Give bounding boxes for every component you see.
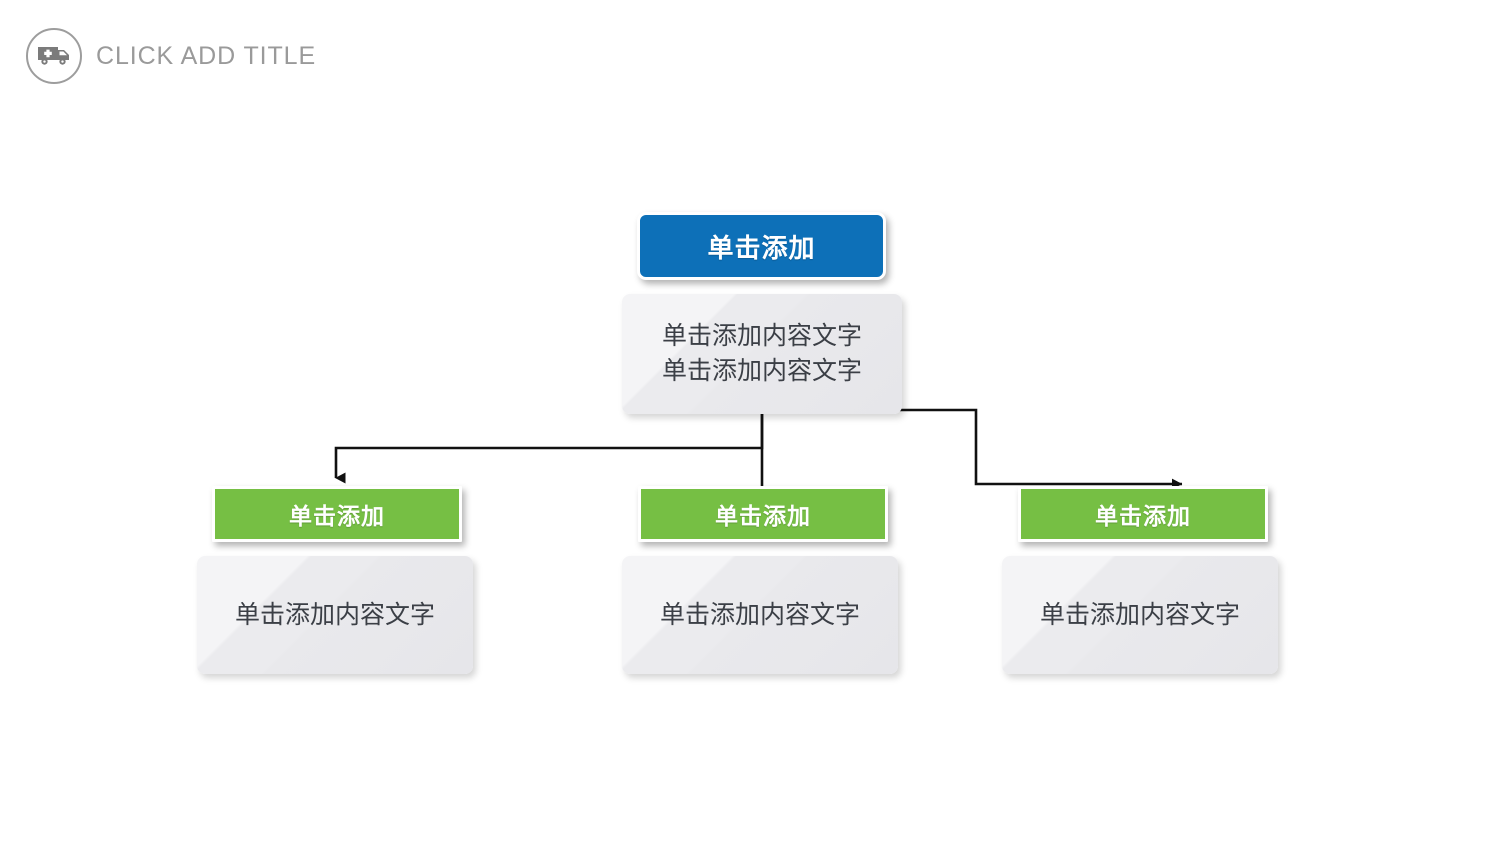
child-node-1-body-text: 单击添加内容文字 [234, 600, 435, 629]
page-title: CLICK ADD TITLE [96, 41, 317, 70]
child-node-1-body[interactable]: 单击添加内容文字 [197, 556, 473, 674]
root-node-header[interactable]: 单击添加 [637, 212, 886, 280]
root-node-header-label: 单击添加 [707, 232, 816, 263]
child-node-2-header[interactable]: 单击添加 [638, 486, 888, 542]
connector-left [334, 410, 764, 484]
root-node-body[interactable]: 单击添加内容文字 单击添加内容文字 [622, 294, 902, 414]
page-header: CLICK ADD TITLE [26, 28, 316, 84]
child-node-2-body-text: 单击添加内容文字 [659, 600, 860, 629]
child-node-3-header[interactable]: 单击添加 [1018, 486, 1268, 542]
child-node-1-header[interactable]: 单击添加 [212, 486, 462, 542]
child-node-3-body-text: 单击添加内容文字 [1039, 600, 1240, 629]
connector-right [762, 408, 1183, 490]
child-node-2-header-label: 单击添加 [715, 503, 811, 529]
child-node-2-body[interactable]: 单击添加内容文字 [622, 556, 898, 674]
root-node-body-text: 单击添加内容文字 单击添加内容文字 [661, 322, 862, 385]
child-node-3-body[interactable]: 单击添加内容文字 [1002, 556, 1278, 674]
ambulance-icon [26, 28, 82, 84]
child-node-1-header-label: 单击添加 [289, 503, 385, 529]
child-node-3-header-label: 单击添加 [1095, 503, 1191, 529]
